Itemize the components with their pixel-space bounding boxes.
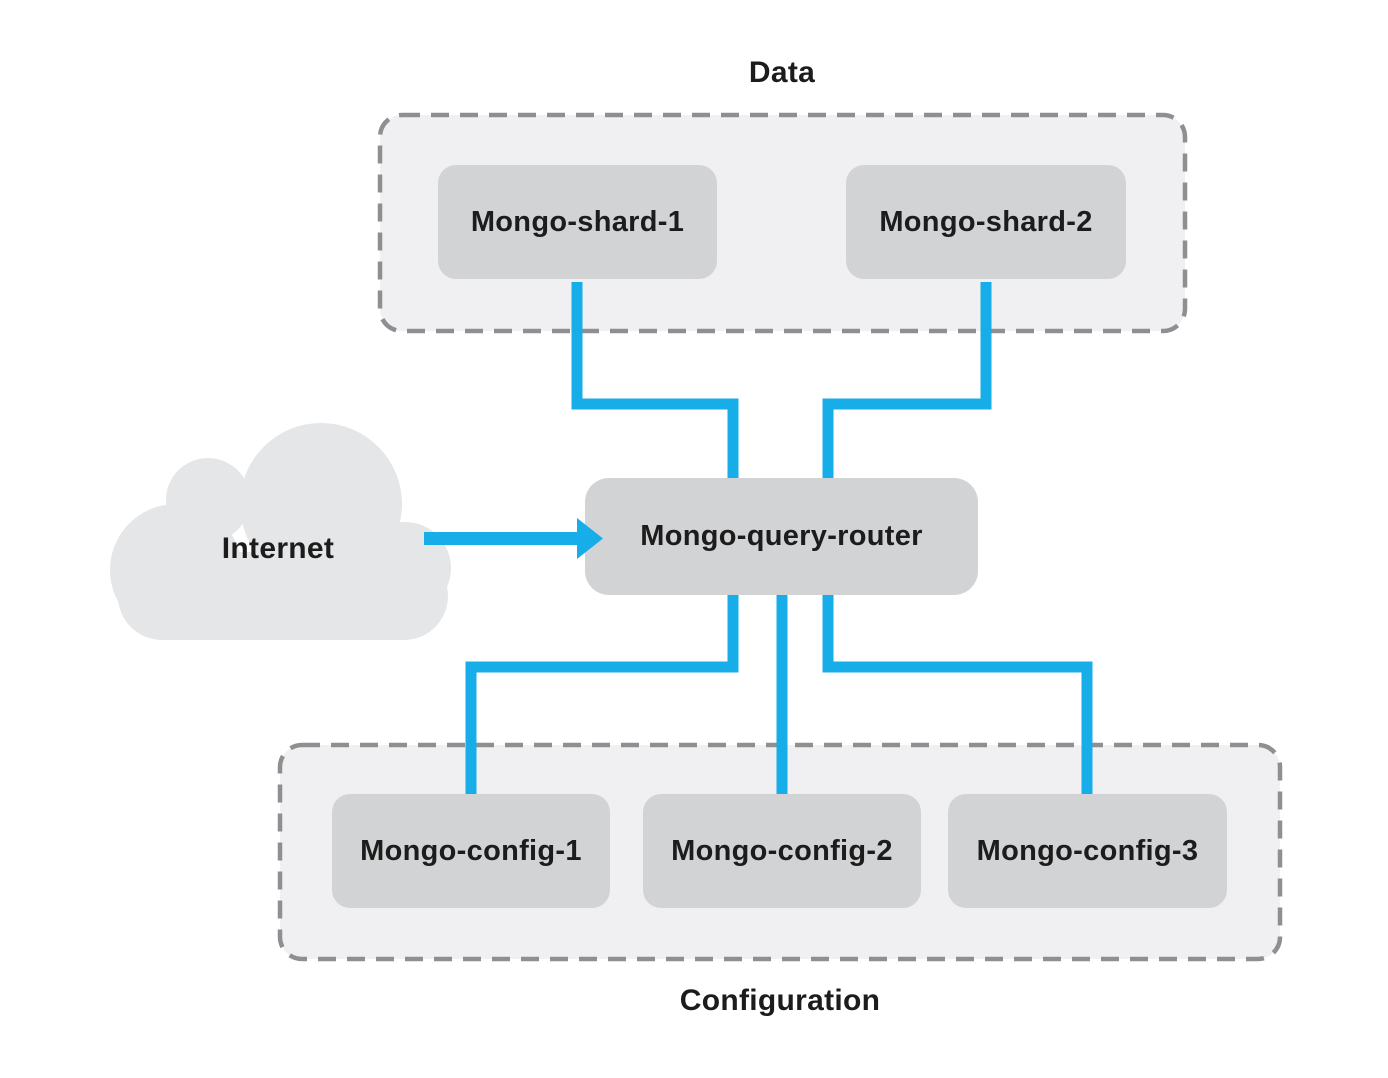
connector-shard1-router: [571, 282, 739, 484]
node-mongo-config-3: Mongo-config-3: [948, 794, 1227, 908]
connector-router-config1: [465, 592, 739, 798]
node-mongo-shard-2: Mongo-shard-2: [846, 165, 1126, 279]
configuration-group-title: Configuration: [679, 984, 881, 1017]
node-mongo-config-2: Mongo-config-2: [643, 794, 921, 908]
data-group-title: Data: [748, 56, 816, 89]
internet-label: Internet: [221, 532, 335, 565]
connector-router-config3: [822, 592, 1093, 798]
internet-to-router-arrow-icon: [424, 518, 603, 559]
internet-cloud-icon: [110, 423, 451, 640]
node-mongo-query-router: Mongo-query-router: [585, 478, 978, 595]
node-mongo-config-1: Mongo-config-1: [332, 794, 610, 908]
connector-shard2-router: [822, 282, 992, 484]
node-mongo-shard-1: Mongo-shard-1: [438, 165, 717, 279]
